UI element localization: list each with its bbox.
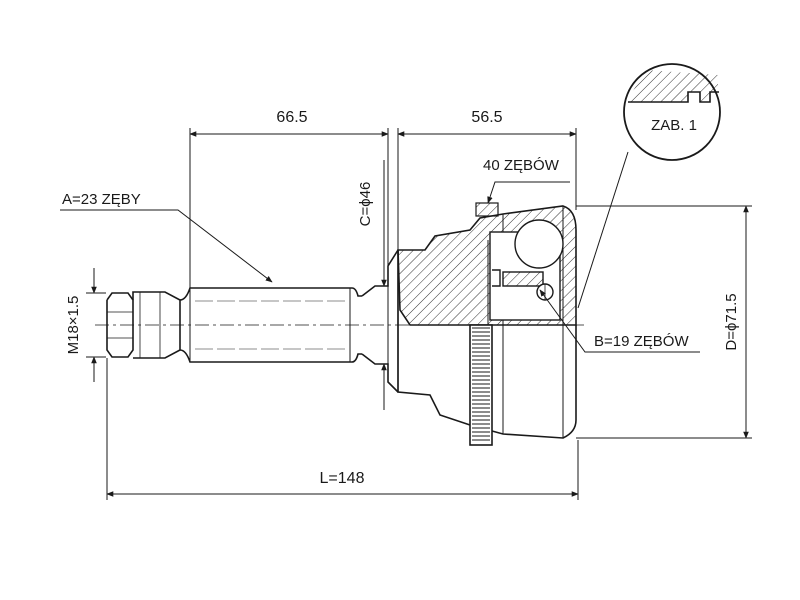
- dim-66-5: 66.5: [276, 109, 307, 126]
- splines-40-label: 40 ZĘBÓW: [483, 157, 560, 174]
- zab-label: ZAB. 1: [651, 117, 697, 134]
- d-diameter-label: D=ϕ71.5: [723, 293, 740, 350]
- dim-56-5: 56.5: [471, 109, 502, 126]
- spline-tooth: [475, 202, 499, 217]
- abs-ring: [469, 324, 493, 446]
- splined-shaft: [179, 287, 362, 363]
- c-diameter-label: C=ϕ46: [357, 182, 374, 227]
- collar: [361, 249, 399, 393]
- thread-label: M18×1.5: [65, 296, 82, 355]
- dimension-lines: [86, 128, 752, 500]
- a-splines-label: A=23 ZĘBY: [62, 191, 141, 208]
- leader-lines: [60, 181, 700, 353]
- length-label: L=148: [320, 470, 365, 487]
- b-splines-label: B=19 ZĘBÓW: [594, 333, 689, 350]
- threaded-end: [106, 291, 181, 359]
- inner-race: [489, 219, 564, 321]
- zab-detail: [577, 63, 721, 309]
